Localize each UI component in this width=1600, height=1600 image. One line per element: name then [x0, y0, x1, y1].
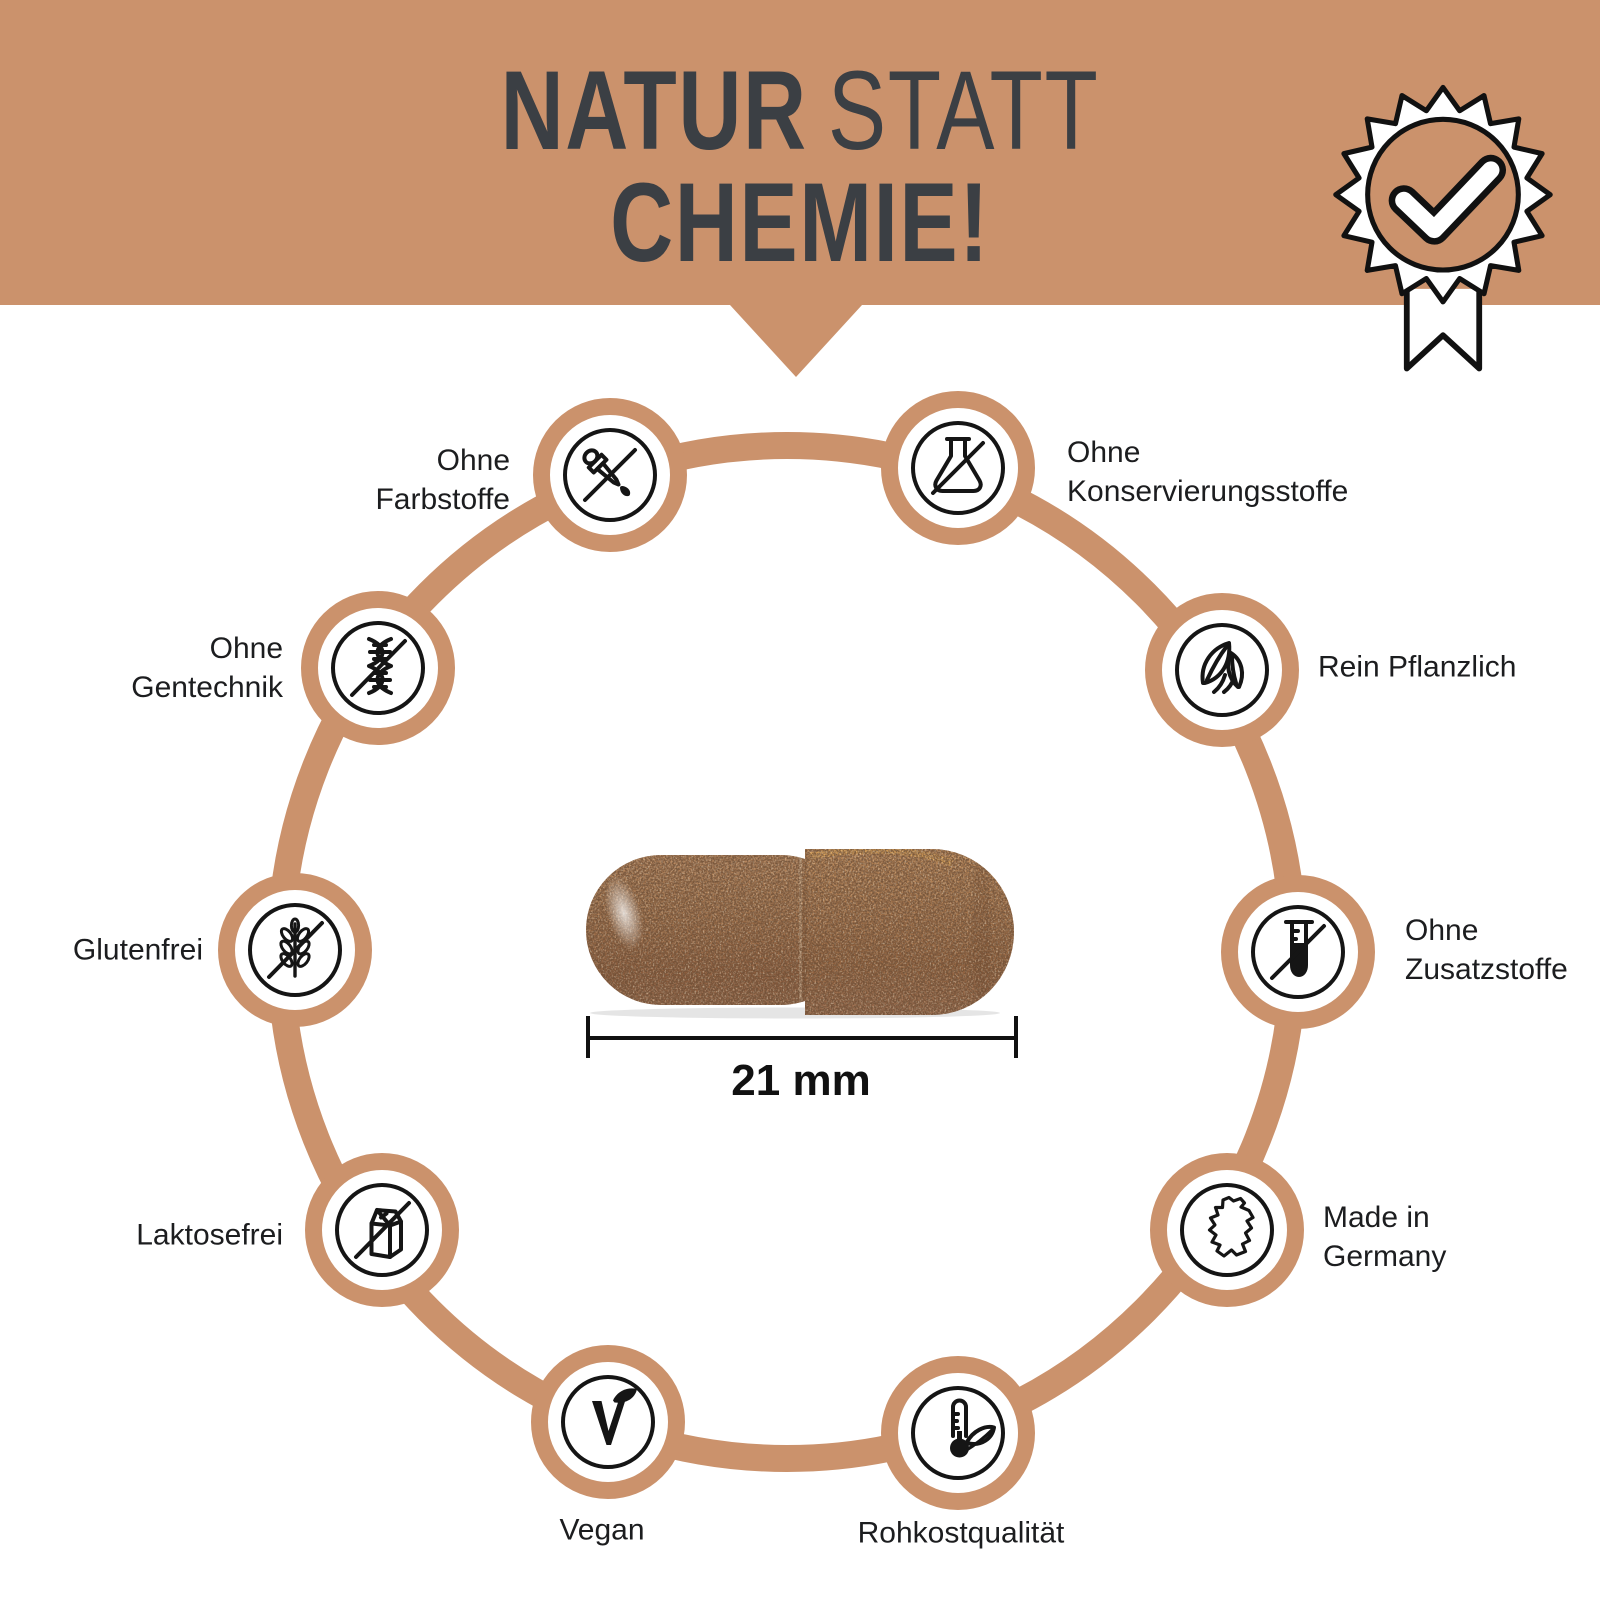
measure-tick-left — [586, 1016, 590, 1058]
no-milk-carton-icon — [335, 1183, 429, 1277]
badge-rein-pflanzlich — [1145, 593, 1299, 747]
title-word-statt: STATT — [827, 48, 1100, 173]
badge-label-rohkostqualitaet: Rohkostqualität — [857, 1516, 1065, 1550]
badge-label-made-in-germany: Made in Germany — [1323, 1201, 1447, 1273]
thermometer-leaf-icon — [911, 1386, 1005, 1480]
badge-glutenfrei — [218, 873, 372, 1027]
no-testtube-icon — [1251, 905, 1345, 999]
badge-ohne-gentechnik — [301, 591, 455, 745]
title-word-chemie: CHEMIE! — [610, 160, 990, 285]
badge-label-ohne-zusatzstoffe: Ohne Zusatzstoffe — [1405, 914, 1568, 986]
badge-laktosefrei — [305, 1153, 459, 1307]
badge-label-ohne-gentechnik: Ohne Gentechnik — [131, 632, 283, 704]
header-pointer-triangle — [730, 305, 862, 377]
badge-label-rein-pflanzlich: Rein Pflanzlich — [1318, 650, 1517, 684]
seal-inner-circle — [1365, 116, 1521, 273]
quality-seal-icon — [1333, 84, 1553, 372]
badge-ohne-konservierungsstoffe — [881, 391, 1035, 545]
badge-label-ohne-farbstoffe: Ohne Farbstoffe — [375, 444, 510, 516]
seal-check-icon — [1395, 161, 1500, 239]
badge-label-laktosefrei: Laktosefrei — [136, 1218, 283, 1252]
seal-ribbon — [1403, 288, 1483, 372]
badge-vegan — [531, 1345, 685, 1499]
badge-rohkostqualitaet — [881, 1356, 1035, 1510]
badge-label-glutenfrei: Glutenfrei — [72, 933, 203, 967]
badge-made-in-germany — [1150, 1153, 1304, 1307]
capsule-image — [586, 849, 1014, 1019]
vegan-v-leaf-icon — [561, 1375, 655, 1469]
header-band — [0, 0, 1600, 305]
measure-label: 21 mm — [731, 1056, 871, 1105]
germany-map-icon — [1180, 1183, 1274, 1277]
badge-label-ohne-konservierungsstoffe: Ohne Konservierungsstoffe — [1067, 436, 1349, 508]
measure-tick-right — [1014, 1016, 1018, 1058]
badge-ohne-zusatzstoffe — [1221, 875, 1375, 1029]
no-wheat-icon — [248, 903, 342, 997]
no-flask-icon — [911, 421, 1005, 515]
no-dna-icon — [331, 621, 425, 715]
badge-ohne-farbstoffe — [533, 398, 687, 552]
measure-line — [588, 1036, 1018, 1040]
leaves-icon — [1175, 623, 1269, 717]
title-word-natur: NATUR — [500, 48, 808, 173]
no-dropper-icon — [563, 428, 657, 522]
badge-label-vegan: Vegan — [559, 1513, 645, 1547]
